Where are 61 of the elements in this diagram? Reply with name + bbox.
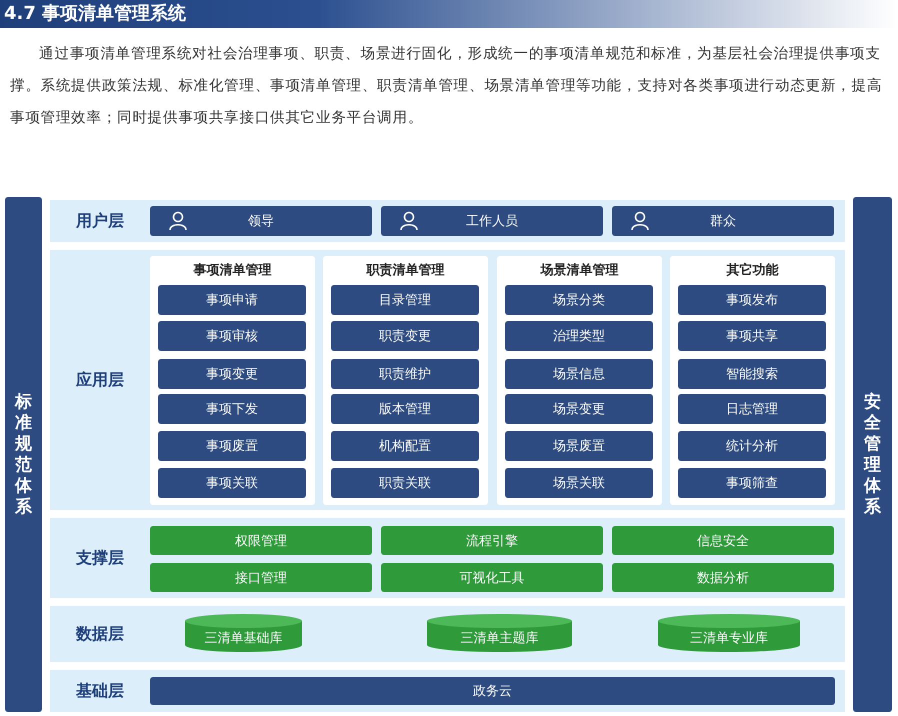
support-box: 流程引擎 bbox=[381, 526, 603, 555]
layer-label: 基础层 bbox=[76, 680, 124, 702]
function-box: 场景变更 bbox=[505, 394, 653, 424]
layer-label: 用户层 bbox=[76, 210, 124, 232]
support-box: 信息安全 bbox=[612, 526, 834, 555]
function-box: 场景信息 bbox=[505, 359, 653, 389]
function-box: 事项发布 bbox=[678, 285, 826, 315]
support-box: 可视化工具 bbox=[381, 563, 603, 592]
function-box: 场景废置 bbox=[505, 431, 653, 461]
section-heading: 4.7 事项清单管理系统 bbox=[4, 2, 186, 26]
user-role-label: 领导 bbox=[248, 213, 274, 230]
support-box: 权限管理 bbox=[150, 526, 372, 555]
module-panel bbox=[670, 256, 835, 505]
user-box bbox=[381, 206, 603, 236]
layer-band bbox=[50, 250, 845, 510]
function-box: 目录管理 bbox=[331, 285, 479, 315]
user-box bbox=[612, 206, 834, 236]
user-box bbox=[150, 206, 372, 236]
function-box: 治理类型 bbox=[505, 321, 653, 351]
function-box: 事项申请 bbox=[158, 285, 306, 315]
module-panel bbox=[150, 256, 315, 505]
layer-label: 数据层 bbox=[76, 624, 124, 644]
function-box: 事项筛查 bbox=[678, 468, 826, 498]
function-box: 职责关联 bbox=[331, 468, 479, 498]
module-panel bbox=[497, 256, 662, 505]
function-box: 统计分析 bbox=[678, 431, 826, 461]
platform-bar: 政务云 bbox=[150, 677, 835, 705]
function-box: 日志管理 bbox=[678, 394, 826, 424]
function-box: 职责变更 bbox=[331, 321, 479, 351]
panel-title: 职责清单管理 bbox=[365, 262, 446, 279]
function-box: 场景关联 bbox=[505, 468, 653, 498]
user-role-label: 群众 bbox=[710, 213, 736, 230]
layer-band bbox=[50, 606, 845, 662]
side-bar bbox=[5, 197, 42, 712]
panel-title: 事项清单管理 bbox=[192, 262, 272, 279]
support-box: 数据分析 bbox=[612, 563, 834, 592]
function-box: 职责维护 bbox=[331, 359, 479, 389]
layer-band bbox=[50, 670, 845, 712]
layer-label: 应用层 bbox=[76, 370, 124, 390]
function-box: 事项废置 bbox=[158, 431, 306, 461]
layer-band bbox=[50, 518, 845, 598]
function-box: 事项关联 bbox=[158, 468, 306, 498]
layer-label: 支撑层 bbox=[76, 548, 124, 568]
function-box: 事项变更 bbox=[158, 359, 306, 389]
intro-paragraph: 通过事项清单管理系统对社会治理事项、职责、场景进行固化，形成统一的事项清单规范和标准，为基层社会治理提供事项支撑。系统提供政策法规、标准化管理、事项清单管理、职责清单管理、场景清单管理等功能，支持对各类事项进行动态更新，提高事项管理效率；同时提供事项共享接口供其它业务平台调用。 bbox=[10, 44, 884, 128]
side-bar bbox=[853, 197, 892, 712]
function-box: 事项审核 bbox=[158, 321, 306, 351]
function-box: 事项共享 bbox=[678, 321, 826, 351]
panel-title: 其它功能 bbox=[726, 262, 780, 279]
function-box: 版本管理 bbox=[331, 394, 479, 424]
support-box: 接口管理 bbox=[150, 563, 372, 592]
function-box: 事项下发 bbox=[158, 394, 306, 424]
side-bar-label: 标准规范体系 bbox=[14, 392, 32, 518]
side-bar-label: 安全管理体系 bbox=[864, 392, 882, 518]
layer-band bbox=[50, 200, 845, 242]
function-box: 场景分类 bbox=[505, 285, 653, 315]
function-box: 机构配置 bbox=[331, 431, 479, 461]
function-box: 智能搜索 bbox=[678, 359, 826, 389]
panel-title: 场景清单管理 bbox=[539, 262, 620, 279]
user-role-label: 工作人员 bbox=[466, 213, 518, 230]
module-panel bbox=[323, 256, 488, 505]
